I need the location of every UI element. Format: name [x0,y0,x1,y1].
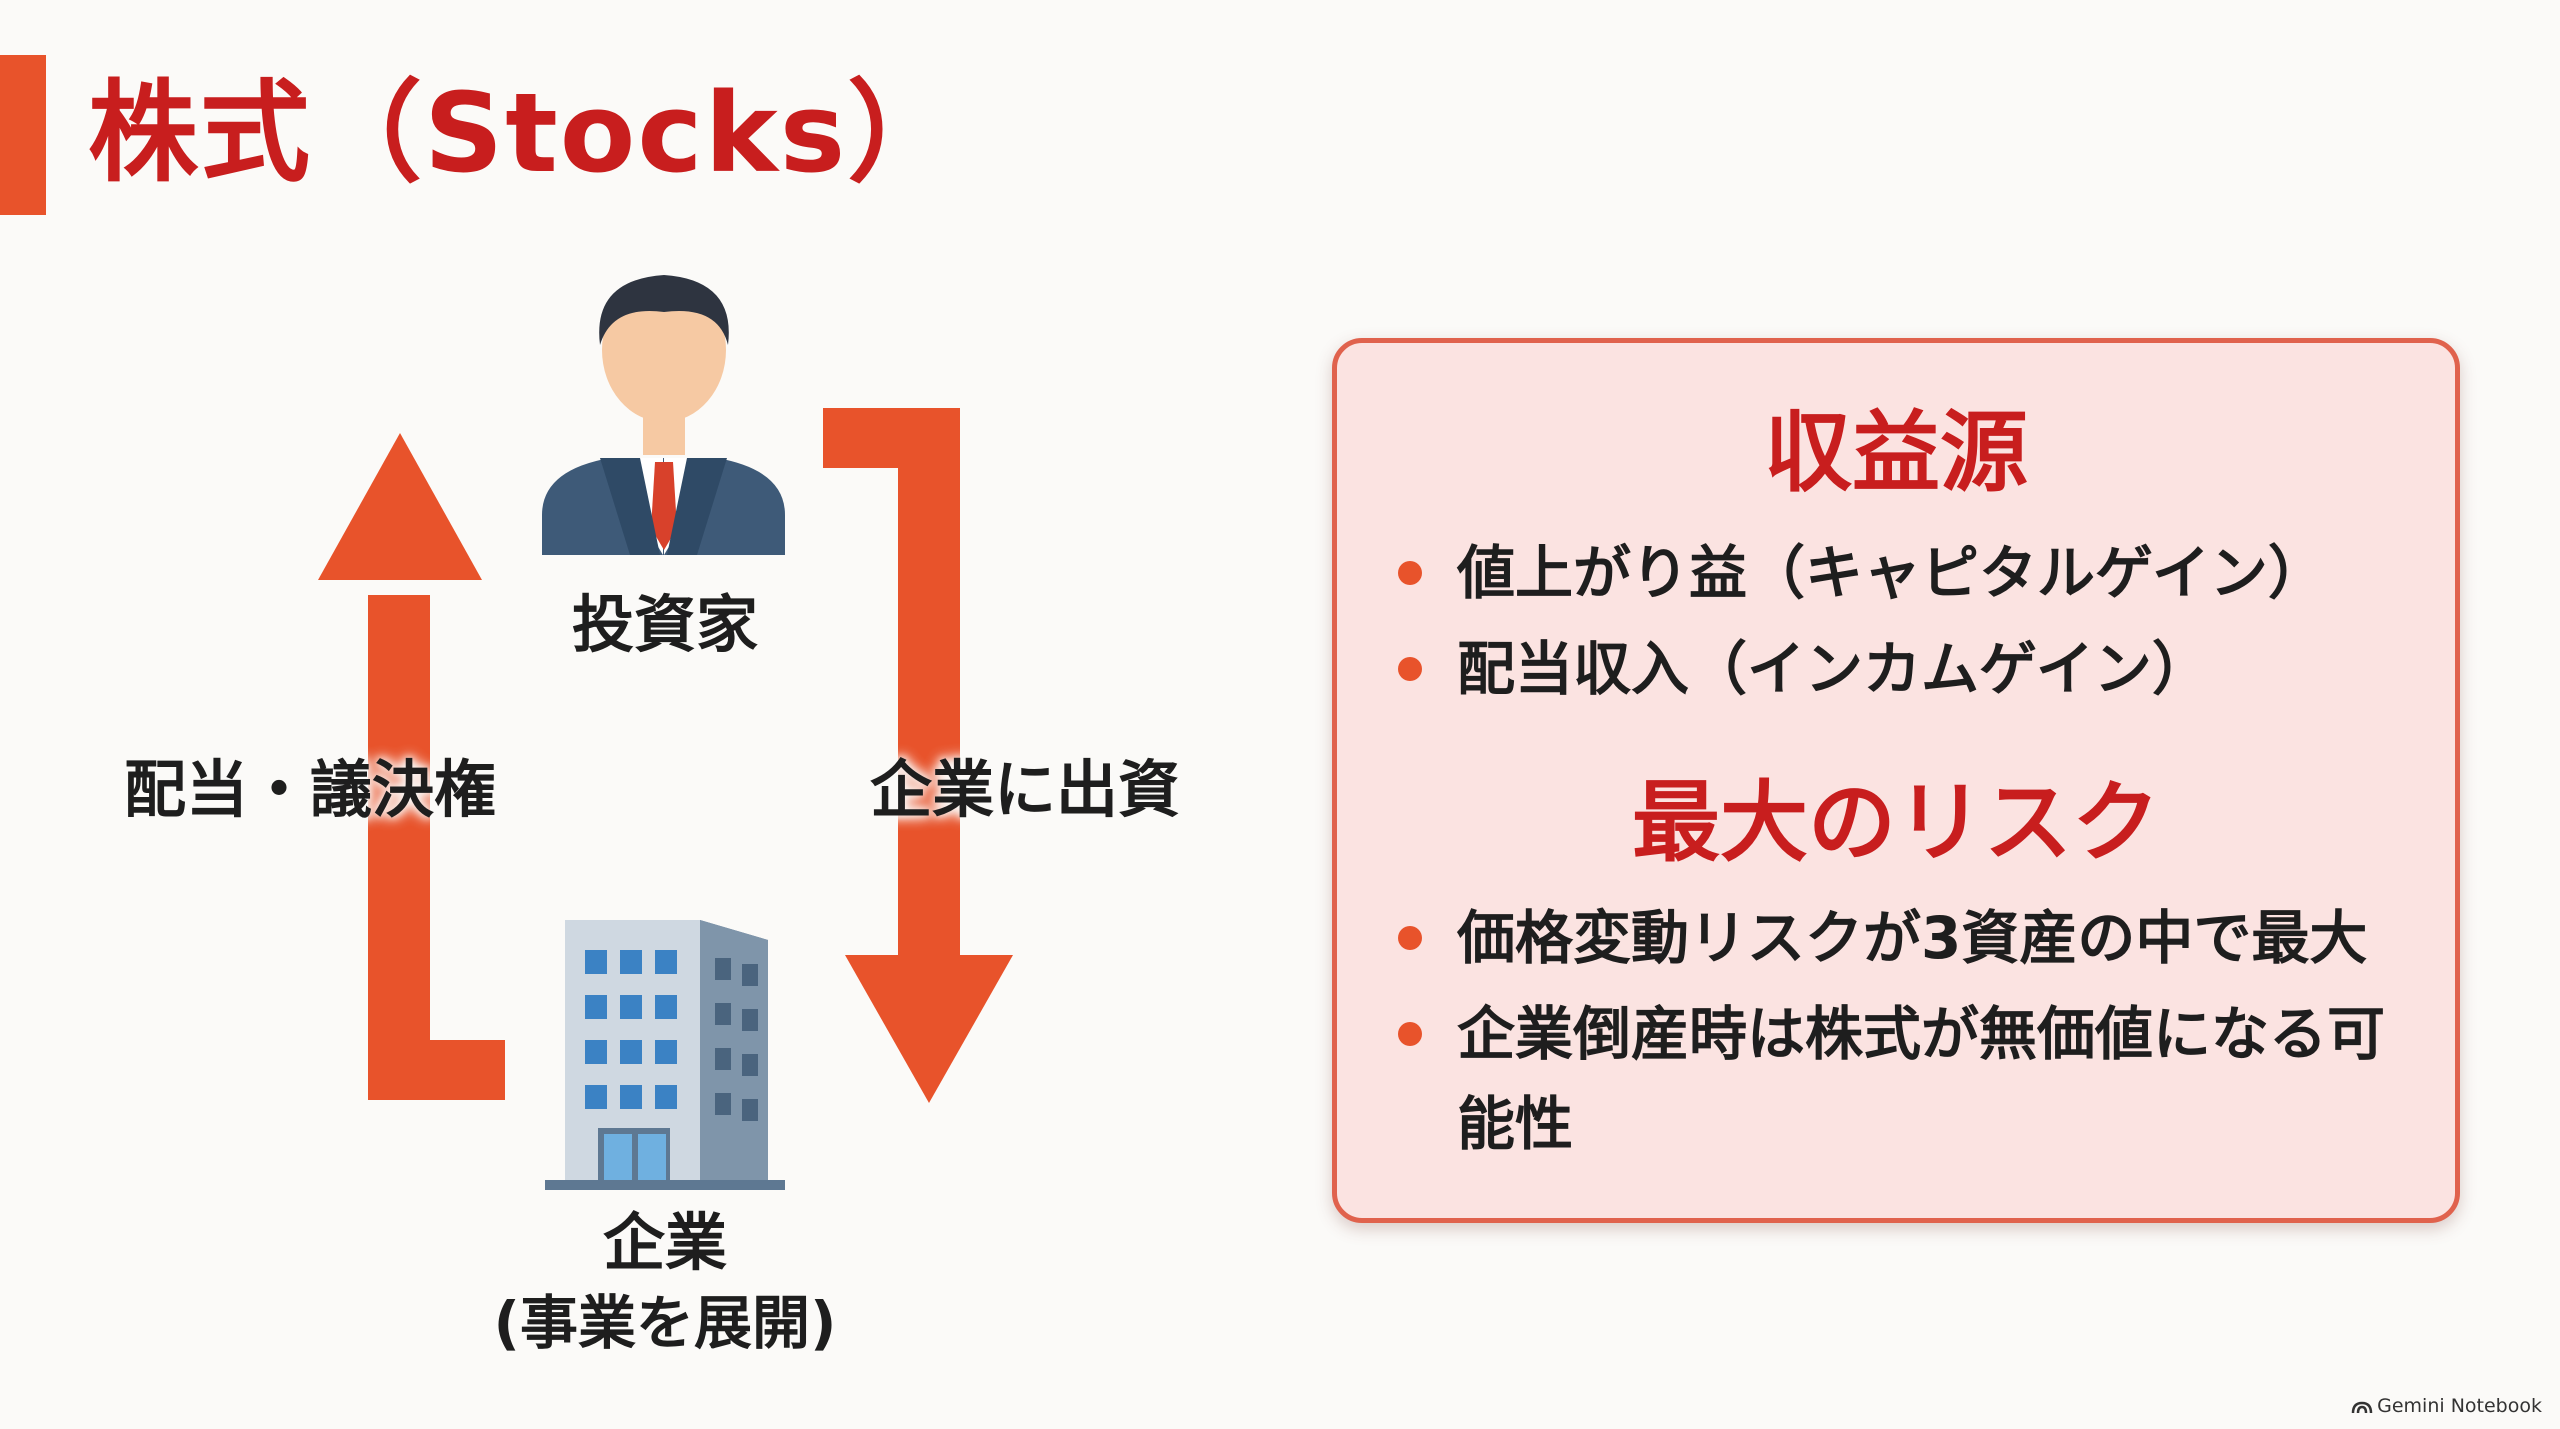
list-item: 値上がり益（キャピタルゲイン） [1392,528,2435,618]
risk-list: 価格変動リスクが3資産の中で最大 企業倒産時は株式が無価値になる可能性 [1392,893,2435,1175]
diagram-graphics [318,275,1013,1190]
investor-label: 投資家 [571,588,758,661]
watermark: Gemini Notebook [2351,1395,2542,1417]
risk-heading: 最大のリスク [1631,771,2160,874]
bullet-dot-icon [1398,561,1422,585]
businessman-icon [542,275,785,555]
list-item: 企業倒産時は株式が無価値になる可能性 [1392,989,2435,1169]
bullet-dot-icon [1398,1022,1422,1046]
watermark-text: Gemini Notebook [2377,1395,2542,1417]
flow-diagram: 投資家 配当・議決権 企業に出資 企業 (事業を展開) [123,275,1180,1357]
arrow-up-icon [318,433,505,1100]
revenue-list: 値上がり益（キャピタルゲイン） 配当収入（インカムゲイン） [1392,528,2435,720]
bullet-dot-icon [1398,926,1422,950]
list-item-text: 価格変動リスクが3資産の中で最大 [1457,904,2368,972]
arrow-down-icon [823,408,1013,1103]
revenue-heading: 収益源 [1763,401,2028,504]
list-item: 配当収入（インカムゲイン） [1392,624,2435,714]
list-item-text: 配当収入（インカムゲイン） [1457,635,2210,703]
company-sublabel: (事業を展開) [493,1289,837,1357]
bullet-dot-icon [1398,657,1422,681]
dividend-voting-label: 配当・議決権 [123,753,496,826]
company-label: 企業 [602,1206,727,1279]
list-item: 価格変動リスクが3資産の中で最大 [1392,893,2435,983]
title-accent-bar [0,55,46,215]
page-title: 株式（Stocks） [88,69,960,197]
list-item-text: 値上がり益（キャピタルゲイン） [1457,539,2326,607]
office-building-icon [545,920,785,1190]
list-item-text: 企業倒産時は株式が無価値になる可能性 [1457,1000,2386,1158]
info-box: 収益源 値上がり益（キャピタルゲイン） 配当収入（インカムゲイン） 最大のリスク… [1332,338,2460,1223]
investment-label: 企業に出資 [869,753,1180,826]
notebook-logo-icon [2351,1401,2373,1413]
